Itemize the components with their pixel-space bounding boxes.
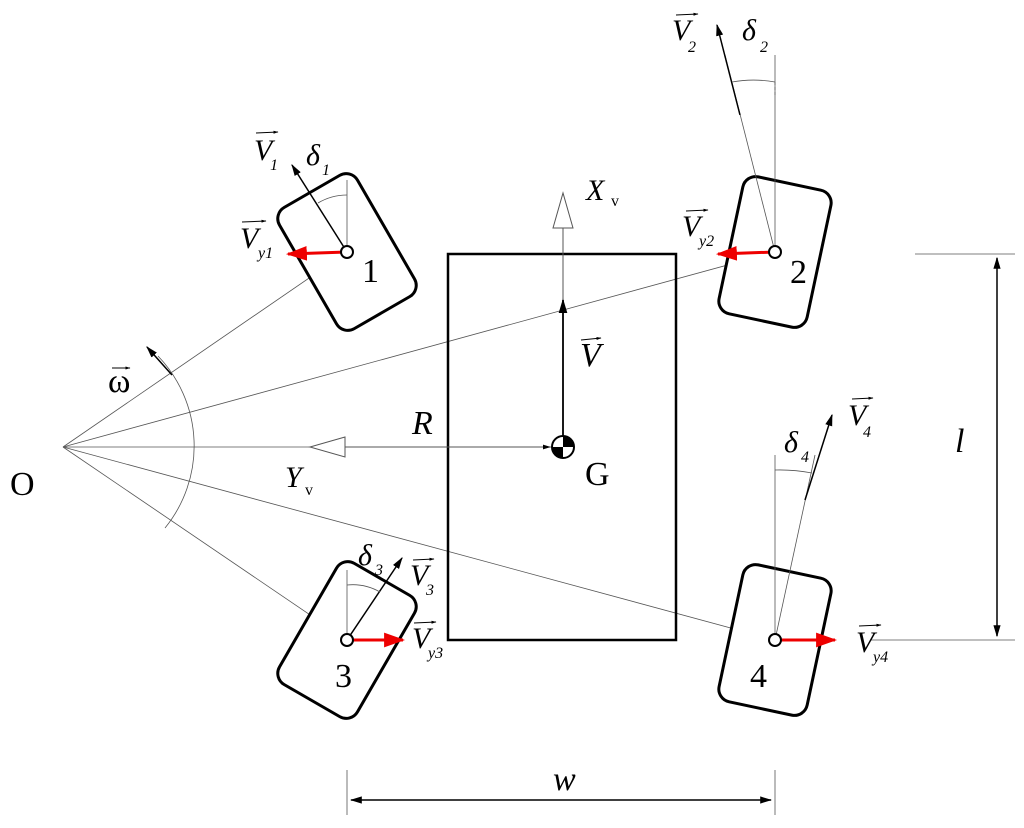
cog-label: G [585, 456, 610, 493]
svg-text:y3: y3 [426, 645, 443, 662]
wheel-2 [715, 23, 833, 329]
wheel-4-velocity-label: V 4 [848, 396, 874, 441]
radius-label: R [411, 405, 433, 442]
wheel-1-delta-label: δ 1 [306, 139, 330, 179]
svg-text:V: V [672, 14, 694, 47]
wheel-1-velocity-label: V 1 [254, 130, 279, 174]
svg-text:v: v [305, 482, 313, 499]
svg-text:1: 1 [322, 162, 330, 179]
wheel-1 [276, 163, 418, 332]
svg-text:4: 4 [801, 449, 809, 466]
svg-text:Y: Y [285, 461, 305, 494]
wheel-4 [717, 413, 838, 717]
svg-text:y1: y1 [256, 245, 273, 262]
svg-text:δ: δ [358, 539, 373, 572]
svg-text:4: 4 [863, 424, 871, 441]
wheel-3-velocity-label: V 3 [410, 557, 435, 599]
wheel-3-delta-label: δ 3 [358, 539, 383, 579]
svg-text:2: 2 [760, 39, 768, 56]
svg-text:X: X [585, 174, 606, 207]
x-axis-label: X v [585, 174, 619, 210]
svg-text:ω: ω [108, 363, 130, 400]
wheel-2-lateral-label: V y2 [682, 208, 714, 250]
origin-label: O [10, 466, 35, 503]
svg-text:V: V [240, 222, 262, 255]
velocity-label: V [580, 336, 605, 374]
width-label: w [553, 761, 576, 798]
length-label: l [955, 423, 964, 460]
svg-text:3: 3 [374, 562, 383, 579]
svg-text:V: V [580, 337, 605, 374]
wheel-2-velocity-label: V 2 [672, 12, 699, 56]
omega-label: ω [108, 363, 131, 400]
svg-text:V: V [410, 559, 432, 592]
svg-text:δ: δ [784, 426, 799, 459]
wheel-4-number: 4 [750, 658, 767, 695]
svg-text:2: 2 [688, 39, 696, 56]
wheel-2-delta-label: δ 2 [742, 14, 768, 56]
svg-text:V: V [254, 134, 276, 167]
wheel-3-lateral-label: V y3 [412, 620, 443, 662]
svg-text:V: V [412, 622, 434, 655]
svg-text:1: 1 [270, 157, 278, 174]
svg-text:V: V [682, 210, 704, 243]
svg-text:v: v [611, 193, 619, 210]
wheel-1-number: 1 [362, 253, 379, 290]
svg-text:δ: δ [742, 14, 757, 47]
wheel-3-number: 3 [335, 658, 352, 695]
svg-text:V: V [856, 626, 878, 659]
svg-text:3: 3 [425, 582, 434, 599]
y-axis-label: Y v [285, 461, 313, 499]
wheel-4-delta-label: δ 4 [784, 426, 809, 466]
omega-arc [146, 346, 195, 529]
svg-text:δ: δ [306, 139, 321, 172]
svg-text:V: V [848, 399, 870, 432]
length-dimension [870, 253, 1015, 641]
wheel-3 [276, 557, 418, 720]
wheel-1-lateral-label: V y1 [240, 219, 273, 262]
wheel-2-number: 2 [790, 254, 807, 291]
svg-text:y4: y4 [871, 649, 888, 666]
svg-text:y2: y2 [697, 233, 714, 250]
y-axis-arrow [308, 436, 346, 458]
cog-symbol [551, 435, 575, 459]
width-dimension [346, 770, 776, 815]
wheel-4-lateral-label: V y4 [856, 623, 888, 666]
